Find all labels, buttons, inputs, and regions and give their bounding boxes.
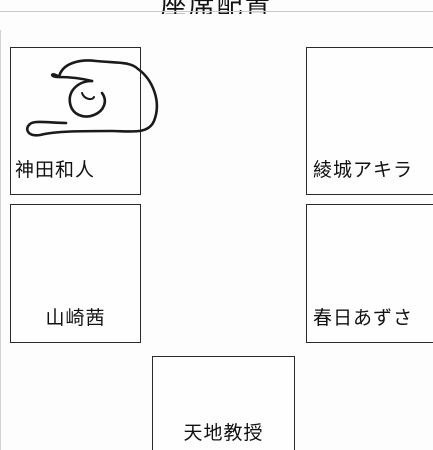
title-strip: 座席配置 <box>0 0 433 14</box>
seat-name: 神田和人 <box>15 159 96 181</box>
seat-tenchi: 天地教授 <box>152 356 295 450</box>
seat-name: 天地教授 <box>183 422 264 444</box>
seat-kanda: 神田和人 <box>10 47 141 195</box>
seat-kasuga: 春日あずさ <box>306 204 433 343</box>
seat-yamazaki: 山崎茜 <box>10 204 141 343</box>
top-rule <box>0 11 433 12</box>
seat-name: 山崎茜 <box>45 307 106 329</box>
hand-drawn-pointing-hand-icon <box>26 59 159 137</box>
seat-name: 春日あずさ <box>313 307 414 329</box>
left-margin-rule <box>0 30 1 450</box>
seat-name: 綾城アキラ <box>313 159 414 181</box>
page-title: 座席配置 <box>0 0 433 14</box>
seat-ayashiro: 綾城アキラ <box>306 47 433 195</box>
